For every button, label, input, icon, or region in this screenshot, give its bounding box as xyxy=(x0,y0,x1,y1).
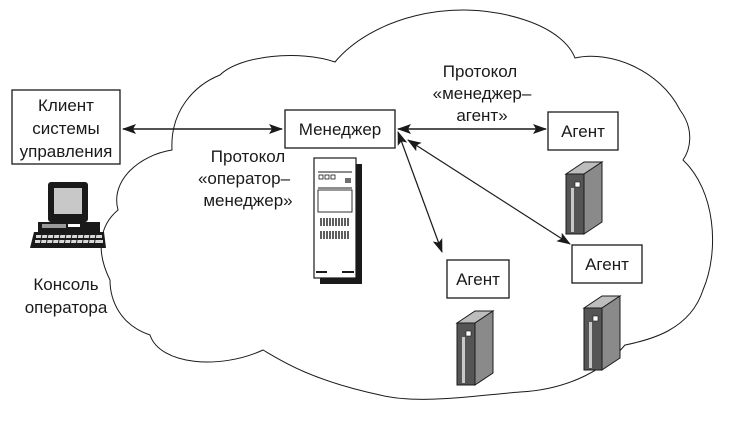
agent-top-label: Агент xyxy=(561,122,605,141)
client-label-line-3: управления xyxy=(20,142,113,161)
agent-bottom-label: Агент xyxy=(456,270,500,289)
agent-mid-box[interactable] xyxy=(571,244,643,284)
console-label: Консоль оператора xyxy=(25,275,108,317)
network-cloud xyxy=(100,9,714,400)
console-label-line-1: Консоль xyxy=(33,275,98,294)
client-label-line-1: Клиент xyxy=(38,96,94,115)
computer-terminal-icon xyxy=(30,182,106,248)
server-tower-icon xyxy=(313,157,362,284)
protocol-om-line-3: менеджер» xyxy=(203,191,292,210)
protocol-ma-line-3: агент» xyxy=(456,106,507,125)
agent-bottom-box[interactable] xyxy=(446,259,510,299)
agent-bottom-node[interactable]: Агент xyxy=(446,259,510,299)
agent-top-node[interactable]: Агент xyxy=(547,111,619,151)
protocol-ma-line-2: «менеджер– xyxy=(433,84,532,103)
server-rack-icon xyxy=(455,310,495,386)
protocol-manager-agent-label: Протокол «менеджер– агент» xyxy=(433,62,532,125)
manager-agent-mid-link xyxy=(407,139,571,245)
agent-mid-node[interactable]: Агент xyxy=(571,244,643,284)
client-node[interactable]: Клиент системы управления xyxy=(11,89,121,165)
server-rack-icon xyxy=(564,161,604,235)
agent-mid-label: Агент xyxy=(585,255,629,274)
manager-box[interactable] xyxy=(284,109,396,149)
server-rack-icon xyxy=(582,295,622,371)
protocol-om-line-2: «оператор– xyxy=(198,169,291,188)
protocol-ma-line-1: Протокол xyxy=(443,62,517,81)
client-box[interactable] xyxy=(11,89,121,165)
manager-label: Менеджер xyxy=(299,120,381,139)
protocol-om-line-1: Протокол xyxy=(211,147,285,166)
protocol-operator-manager-label: Протокол «оператор– менеджер» xyxy=(198,147,293,210)
manager-node[interactable]: Менеджер xyxy=(284,109,396,149)
manager-agent-bottom-link xyxy=(397,131,443,253)
agent-top-box[interactable] xyxy=(547,111,619,151)
client-label-line-2: системы xyxy=(32,119,99,138)
console-label-line-2: оператора xyxy=(25,298,108,317)
